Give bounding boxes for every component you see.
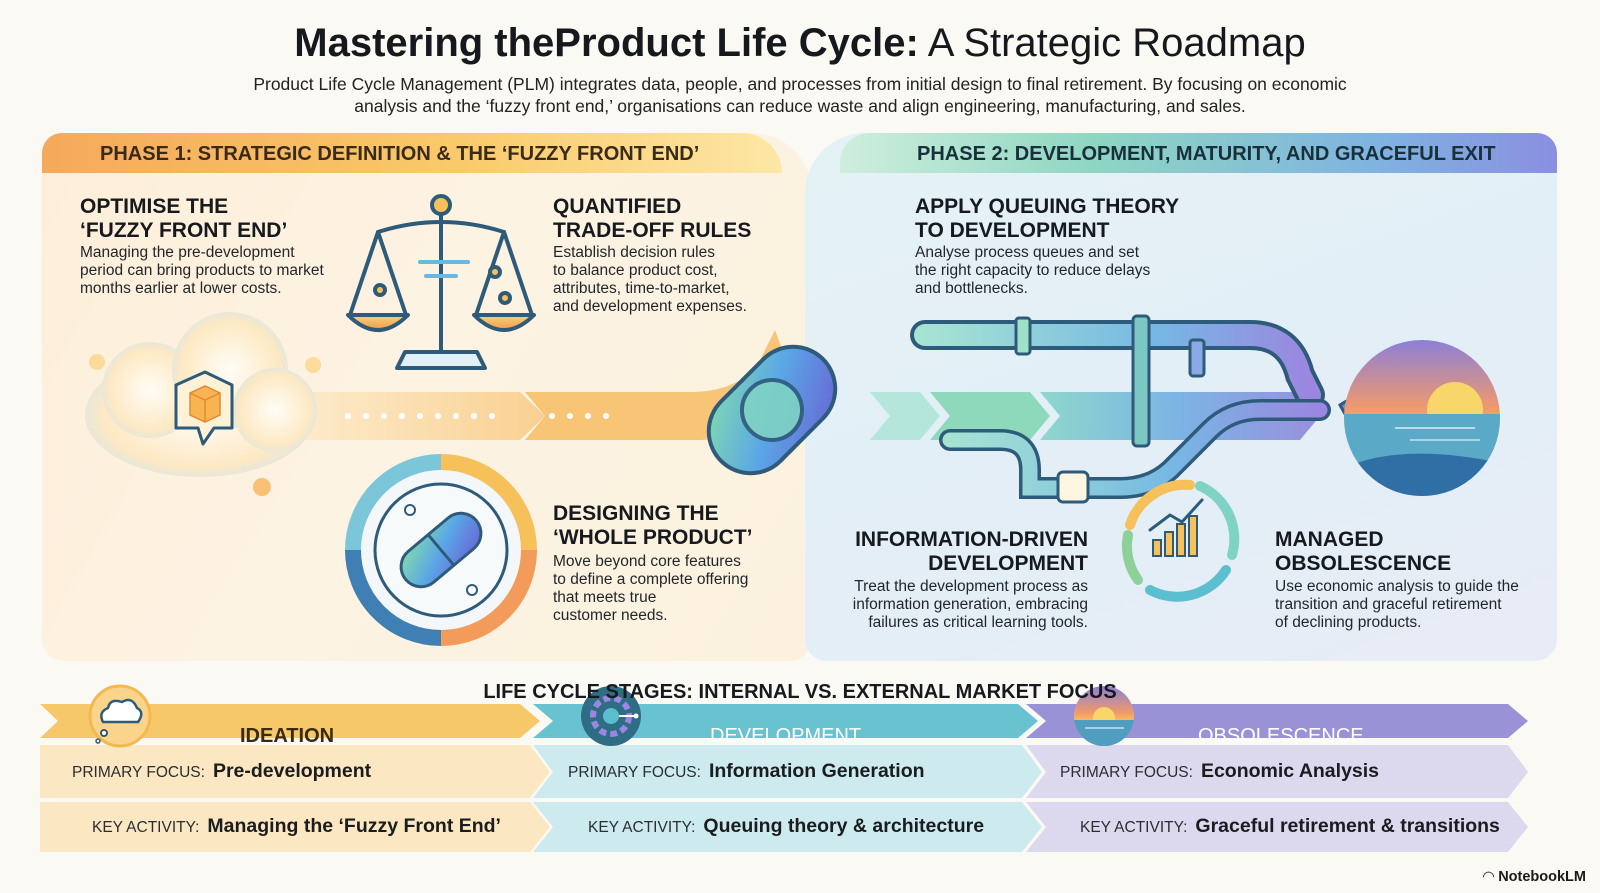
obsolescence-body: Use economic analysis to guide the trans…	[1275, 578, 1519, 631]
stage-sunset-icon	[1074, 686, 1134, 746]
phase1-header-bar	[42, 133, 782, 173]
ideation-activity-row: KEY ACTIVITY: Managing the ‘Fuzzy Front E…	[92, 816, 501, 838]
whole-product-body: Move beyond core features to define a co…	[553, 553, 749, 624]
stage-ideation-label: IDEATION	[240, 725, 335, 747]
obsolescence-primary-value: Economic Analysis	[1200, 760, 1380, 782]
info-driven-body: Treat the development process as informa…	[852, 578, 1088, 631]
phase2-header-bar	[840, 133, 1557, 173]
primary-focus-label: PRIMARY FOCUS:	[72, 764, 205, 781]
phase1-title: PHASE 1: STRATEGIC DEFINITION & THE ‘FUZ…	[100, 143, 700, 165]
fuzzy-front-end-heading: OPTIMISE THE ‘FUZZY FRONT END’	[80, 195, 288, 242]
ideation-activity-value: Managing the ‘Fuzzy Front End’	[207, 815, 501, 837]
phase2-title: PHASE 2: DEVELOPMENT, MATURITY, AND GRAC…	[917, 143, 1496, 165]
cycle-chart-icon	[1121, 479, 1240, 602]
cloud-cube-icon	[85, 312, 321, 496]
queuing-body: Analyse process queues and set the right…	[915, 244, 1151, 297]
central-capsule-icon	[706, 344, 838, 476]
fuzzy-front-end-body: Managing the pre-development period can …	[80, 244, 324, 297]
thought-cloud-icon	[88, 684, 152, 748]
ideation-primary-value: Pre-development	[212, 760, 372, 782]
development-activity-row: KEY ACTIVITY: Queuing theory & architectu…	[588, 816, 984, 838]
key-activity-label: KEY ACTIVITY:	[588, 819, 696, 836]
whole-product-heading: DESIGNING THE ‘WHOLE PRODUCT’	[553, 502, 753, 549]
balance-scale-icon	[346, 194, 536, 370]
capsule-target-icon	[345, 454, 537, 646]
brand-label: NotebookLM	[1498, 869, 1586, 885]
stage-development-label: DEVELOPMENT	[710, 725, 862, 747]
obsolescence-heading: MANAGED OBSOLESCENCE	[1275, 528, 1452, 575]
development-activity-value: Queuing theory & architecture	[703, 815, 985, 837]
brand-icon: ◠	[1483, 869, 1499, 885]
obsolescence-activity-value: Graceful retirement & transitions	[1195, 815, 1500, 837]
ideation-primary-row: PRIMARY FOCUS: Pre-development	[72, 761, 371, 783]
sunset-icon	[1344, 340, 1500, 496]
page-title: Mastering theProduct Life Cycle: A Strat…	[294, 21, 1306, 65]
queuing-heading: APPLY QUEUING THEORY TO DEVELOPMENT	[915, 195, 1180, 242]
primary-focus-label: PRIMARY FOCUS:	[1060, 764, 1193, 781]
info-driven-heading: INFORMATION-DRIVEN DEVELOPMENT	[855, 528, 1088, 575]
trade-off-body: Establish decision rules to balance prod…	[553, 244, 747, 315]
stage-obsolescence-label: OBSOLESCENCE	[1198, 725, 1364, 747]
gear-circuit-icon	[581, 686, 641, 746]
development-primary-row: PRIMARY FOCUS: Information Generation	[568, 761, 925, 783]
page-subtitle: Product Life Cycle Management (PLM) inte…	[253, 74, 1347, 116]
stages-title: LIFE CYCLE STAGES: INTERNAL VS. EXTERNAL…	[483, 681, 1117, 703]
brand-logo: ◠ NotebookLM	[1483, 869, 1586, 885]
obsolescence-activity-row: KEY ACTIVITY: Graceful retirement & trans…	[1080, 816, 1500, 838]
obsolescence-primary-row: PRIMARY FOCUS: Economic Analysis	[1060, 761, 1379, 783]
trade-off-heading: QUANTIFIED TRADE-OFF RULES	[553, 195, 752, 242]
key-activity-label: KEY ACTIVITY:	[1080, 819, 1188, 836]
stage-chevrons	[40, 704, 1528, 852]
primary-focus-label: PRIMARY FOCUS:	[568, 764, 701, 781]
development-primary-value: Information Generation	[708, 760, 925, 782]
key-activity-label: KEY ACTIVITY:	[92, 819, 200, 836]
